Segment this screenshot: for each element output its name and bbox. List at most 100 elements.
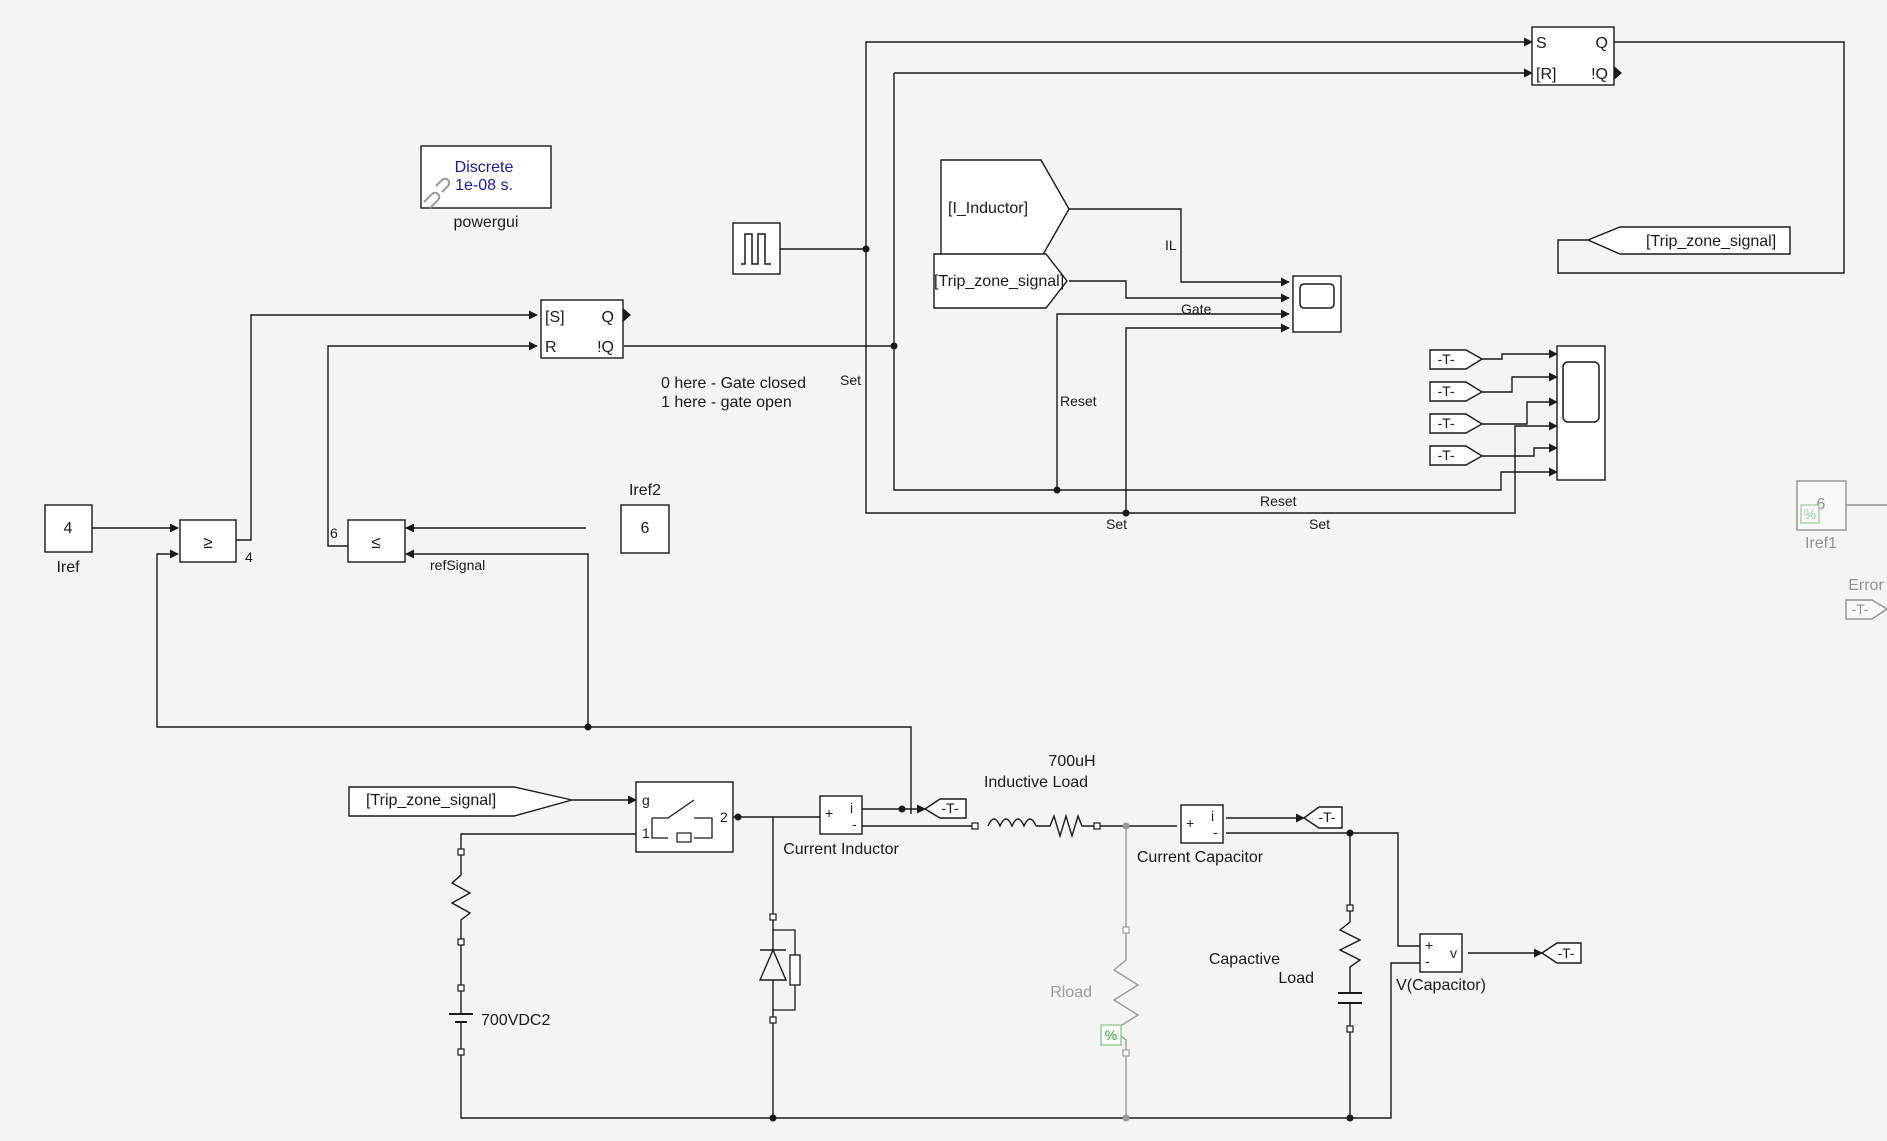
current-inductor-meas[interactable]: + i - Current Inductor: [783, 795, 899, 858]
powergui-block[interactable]: Discrete 1e-08 s. powergui: [420, 145, 552, 231]
from-i-inductor[interactable]: [I_Inductor]: [940, 159, 1070, 259]
powergui-label: powergui: [454, 214, 519, 231]
wire-t4[interactable]: [1482, 443, 1558, 457]
wire-reset-to-scope1[interactable]: [1056, 309, 1290, 490]
wire-t3[interactable]: [1482, 397, 1558, 425]
wire-q-loop[interactable]: [1557, 41, 1845, 274]
sr-latch-mid[interactable]: [S] R Q !Q: [540, 299, 631, 359]
iref1-label: Iref1: [1805, 535, 1837, 552]
relational-ge[interactable]: ≥ 4: [179, 519, 253, 565]
relational-le-in: 6: [330, 525, 338, 541]
sr-mid-nq-label: !Q: [597, 339, 614, 356]
current-capacitor-meas[interactable]: + i - Current Capacitor: [1137, 804, 1264, 866]
relational-le-symbol: ≤: [371, 533, 380, 552]
iref1-percent: %: [1804, 506, 1816, 522]
from-t-3[interactable]: -T-: [1429, 413, 1484, 434]
sr-top-s-label: S: [1536, 35, 1547, 52]
goto-t-capacitor[interactable]: -T-: [1302, 806, 1343, 829]
cc-minus: -: [1213, 824, 1218, 840]
switch-icon: [651, 799, 713, 839]
ci-plus: +: [825, 805, 833, 821]
vc-minus: -: [1425, 953, 1430, 969]
goto-error[interactable]: Error -T-: [1845, 577, 1887, 620]
from-trip-zone-1[interactable]: [Trip_zone_signal]: [933, 253, 1068, 309]
goto-t-capacitor-label: -T-: [1318, 809, 1335, 825]
inductive-load-label: Inductive Load: [984, 774, 1088, 791]
note-gate-open: 1 here - gate open: [661, 394, 792, 411]
from-trip-zone-3[interactable]: [Trip_zone_signal]: [348, 786, 573, 817]
wire-ground[interactable]: [460, 962, 1420, 1119]
from-t-1[interactable]: -T-: [1429, 349, 1484, 370]
v-capacitor-meas[interactable]: + - v V(Capacitor): [1396, 933, 1486, 994]
goto-t-inductor-label: -T-: [941, 800, 958, 816]
sr-latch-top[interactable]: S [R] Q !Q: [1531, 26, 1622, 86]
scope-1[interactable]: [1292, 275, 1342, 333]
sr-mid-q-label: Q: [602, 309, 614, 326]
link-icon: [423, 177, 451, 209]
sr-top-nq-label: !Q: [1591, 66, 1608, 83]
iref1-block[interactable]: 6 % Iref1: [1796, 480, 1887, 552]
source-resistor-icon: [450, 868, 472, 942]
current-capacitor-label: Current Capacitor: [1137, 849, 1264, 866]
wire-refsignal[interactable]: [405, 549, 912, 814]
wire-refsignal-ge[interactable]: [156, 549, 588, 728]
inductive-load[interactable]: 700uH Inductive Load: [971, 753, 1101, 839]
dc-source[interactable]: 700VDC2: [449, 848, 550, 1056]
iref2-block[interactable]: Iref2 6: [620, 482, 670, 554]
wire-reset-line[interactable]: [893, 73, 1558, 491]
iref-block[interactable]: 4 Iref: [44, 504, 93, 576]
wire-t2[interactable]: [1482, 372, 1558, 393]
switch-1-label: 1: [642, 825, 650, 841]
switch-g-label: g: [642, 792, 650, 808]
from-trip-zone-1-label: [Trip_zone_signal]: [934, 273, 1064, 290]
vc-plus: +: [1425, 937, 1433, 953]
battery-icon: [449, 1013, 473, 1023]
from-t-2-label: -T-: [1437, 383, 1454, 399]
wire-to-capload[interactable]: [1226, 832, 1351, 908]
source-label: 700VDC2: [481, 1012, 550, 1029]
wire-src-top[interactable]: [460, 833, 636, 852]
wire-pulse-to-S[interactable]: [865, 37, 1533, 249]
from-t-2[interactable]: -T-: [1429, 381, 1484, 402]
from-t-4-label: -T-: [1437, 447, 1454, 463]
rload[interactable]: % Rload: [1050, 926, 1140, 1057]
from-t-4[interactable]: -T-: [1429, 445, 1484, 466]
rload-percent-icon: [1100, 1024, 1122, 1046]
label-refsignal: refSignal: [430, 557, 485, 573]
wire-gate[interactable]: [1069, 280, 1290, 303]
label-il: IL: [1165, 237, 1177, 253]
goto-trip-zone[interactable]: [Trip_zone_signal]: [1586, 226, 1791, 255]
diode[interactable]: [758, 913, 801, 1024]
goto-t-inductor[interactable]: -T-: [923, 798, 967, 819]
cc-plus: +: [1186, 815, 1194, 831]
from-trip-zone-3-label: [Trip_zone_signal]: [366, 792, 496, 809]
wire-to-vmeas[interactable]: [1350, 832, 1420, 947]
wire-set-to-scope1[interactable]: [1125, 323, 1290, 513]
iref2-label: Iref2: [629, 482, 661, 499]
goto-t-voltage[interactable]: -T-: [1540, 942, 1582, 964]
label-reset-1: Reset: [1060, 393, 1097, 409]
iref-value: 4: [64, 520, 73, 537]
vc-v: v: [1450, 945, 1457, 961]
wire-le-to-R[interactable]: [327, 341, 538, 547]
wire-il[interactable]: [1069, 208, 1290, 287]
sr-top-r-label: [R]: [1536, 66, 1556, 83]
inductance-label: 700uH: [1048, 753, 1095, 770]
iref1-value: 6: [1817, 496, 1826, 513]
powergui-mode: Discrete: [455, 159, 514, 176]
rload-percent: %: [1105, 1027, 1117, 1043]
control-wires: [92, 37, 1845, 958]
label-reset-2: Reset: [1260, 493, 1297, 509]
wire-set-bottom[interactable]: [865, 249, 1558, 514]
powergui-step: 1e-08 s.: [455, 177, 513, 194]
capacitive-load[interactable]: Capactive Load: [1209, 904, 1362, 1033]
pulse-generator-block[interactable]: [732, 222, 781, 275]
goto-trip-zone-label: [Trip_zone_signal]: [1646, 233, 1776, 250]
scope-2[interactable]: [1556, 345, 1606, 481]
relational-le[interactable]: ≤ 6 refSignal: [330, 519, 485, 573]
wire-t1[interactable]: [1482, 349, 1558, 360]
iref-label: Iref: [56, 559, 80, 576]
ideal-switch[interactable]: g 1 2: [635, 781, 734, 853]
wire-ge-to-S[interactable]: [236, 310, 538, 541]
